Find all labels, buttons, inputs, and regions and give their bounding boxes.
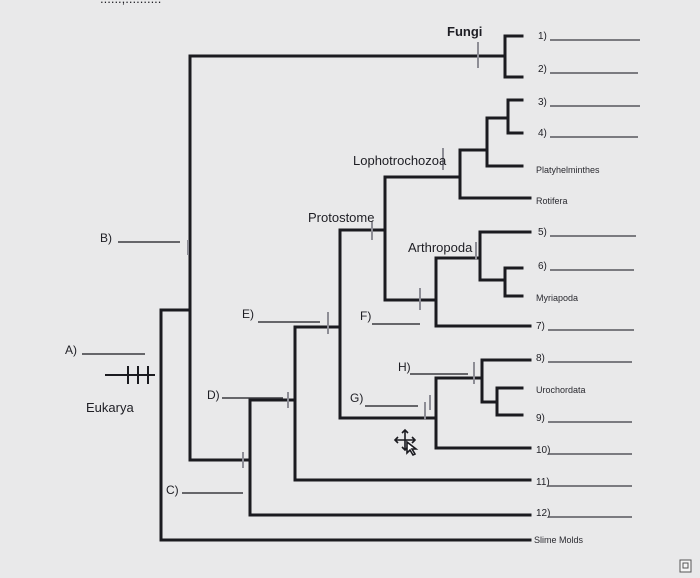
tip-label-17: Slime Molds — [534, 535, 584, 545]
tip-label-9: Myriapoda — [536, 293, 578, 303]
tip-label-6: Rotifera — [536, 196, 568, 206]
branch-platyhelminthes — [485, 148, 524, 168]
branch-lopho-top — [485, 116, 510, 152]
tip-label-1: 1) — [538, 31, 547, 42]
tip-label-11: 8) — [536, 353, 545, 364]
tip-label-15: 11) — [536, 477, 550, 488]
branch-rotifera — [458, 175, 532, 200]
branch-opisthokonta — [188, 54, 477, 462]
clade-label-protostome: Protostome — [308, 210, 374, 225]
tree-branches — [159, 34, 532, 542]
branch-arthropod-inner — [478, 256, 507, 282]
branch-bilateria-e — [293, 325, 342, 402]
question-a: A) — [65, 343, 77, 357]
branch-tip-5 — [478, 230, 532, 260]
tip-label-7: 5) — [538, 227, 547, 238]
question-c: C) — [166, 483, 179, 497]
tip-label-4: 4) — [538, 128, 547, 139]
tip-label-14: 10) — [536, 445, 550, 456]
branch-eukarya-root — [159, 308, 192, 542]
move-cursor-icon — [393, 428, 419, 457]
clade-label-arthropoda: Arthropoda — [408, 240, 473, 255]
question-f: F) — [360, 309, 371, 323]
branch-deuterostome — [338, 325, 438, 420]
branch-tip-12 — [188, 458, 532, 517]
clade-label-lophotrochozoa: Lophotrochozoa — [353, 153, 447, 168]
tip-label-8: 6) — [538, 261, 547, 272]
branch-tip-11 — [293, 398, 532, 482]
question-b: B) — [100, 231, 112, 245]
branch-bilateria-d — [248, 398, 297, 462]
branch-vertebrata — [480, 376, 499, 404]
branch-tip-7 — [434, 298, 532, 328]
clade-label-eukarya: Eukarya — [86, 400, 134, 415]
clade-label-fungi: Fungi — [447, 24, 482, 39]
answer-blanks — [82, 241, 468, 494]
character-ticks — [187, 42, 479, 468]
branch-lophotrochozoa — [383, 175, 462, 232]
tip-label-5: Platyhelminthes — [536, 165, 600, 175]
cropped-heading: ......,.......... — [100, 0, 161, 6]
branch-tip-8 — [480, 358, 532, 380]
tip-label-12: Urochordata — [536, 385, 586, 395]
eukarya-marks — [105, 366, 155, 384]
branch-lopho-inner — [458, 148, 489, 179]
tip-label-10: 7) — [536, 321, 545, 332]
tip-label-2: 2) — [538, 64, 547, 75]
branch-protostome — [338, 228, 387, 329]
question-d: D) — [207, 388, 220, 402]
question-e: E) — [242, 307, 254, 321]
question-g: G) — [350, 391, 363, 405]
branch-tip-10 — [434, 416, 532, 450]
page-corner-icon[interactable] — [679, 559, 692, 573]
tip-label-13: 9) — [536, 413, 545, 424]
branch-arthropoda — [434, 256, 482, 302]
branch-chordata — [434, 376, 484, 420]
tip-label-16: 12) — [536, 508, 550, 519]
tip-label-3: 3) — [538, 97, 547, 108]
question-h: H) — [398, 360, 411, 374]
